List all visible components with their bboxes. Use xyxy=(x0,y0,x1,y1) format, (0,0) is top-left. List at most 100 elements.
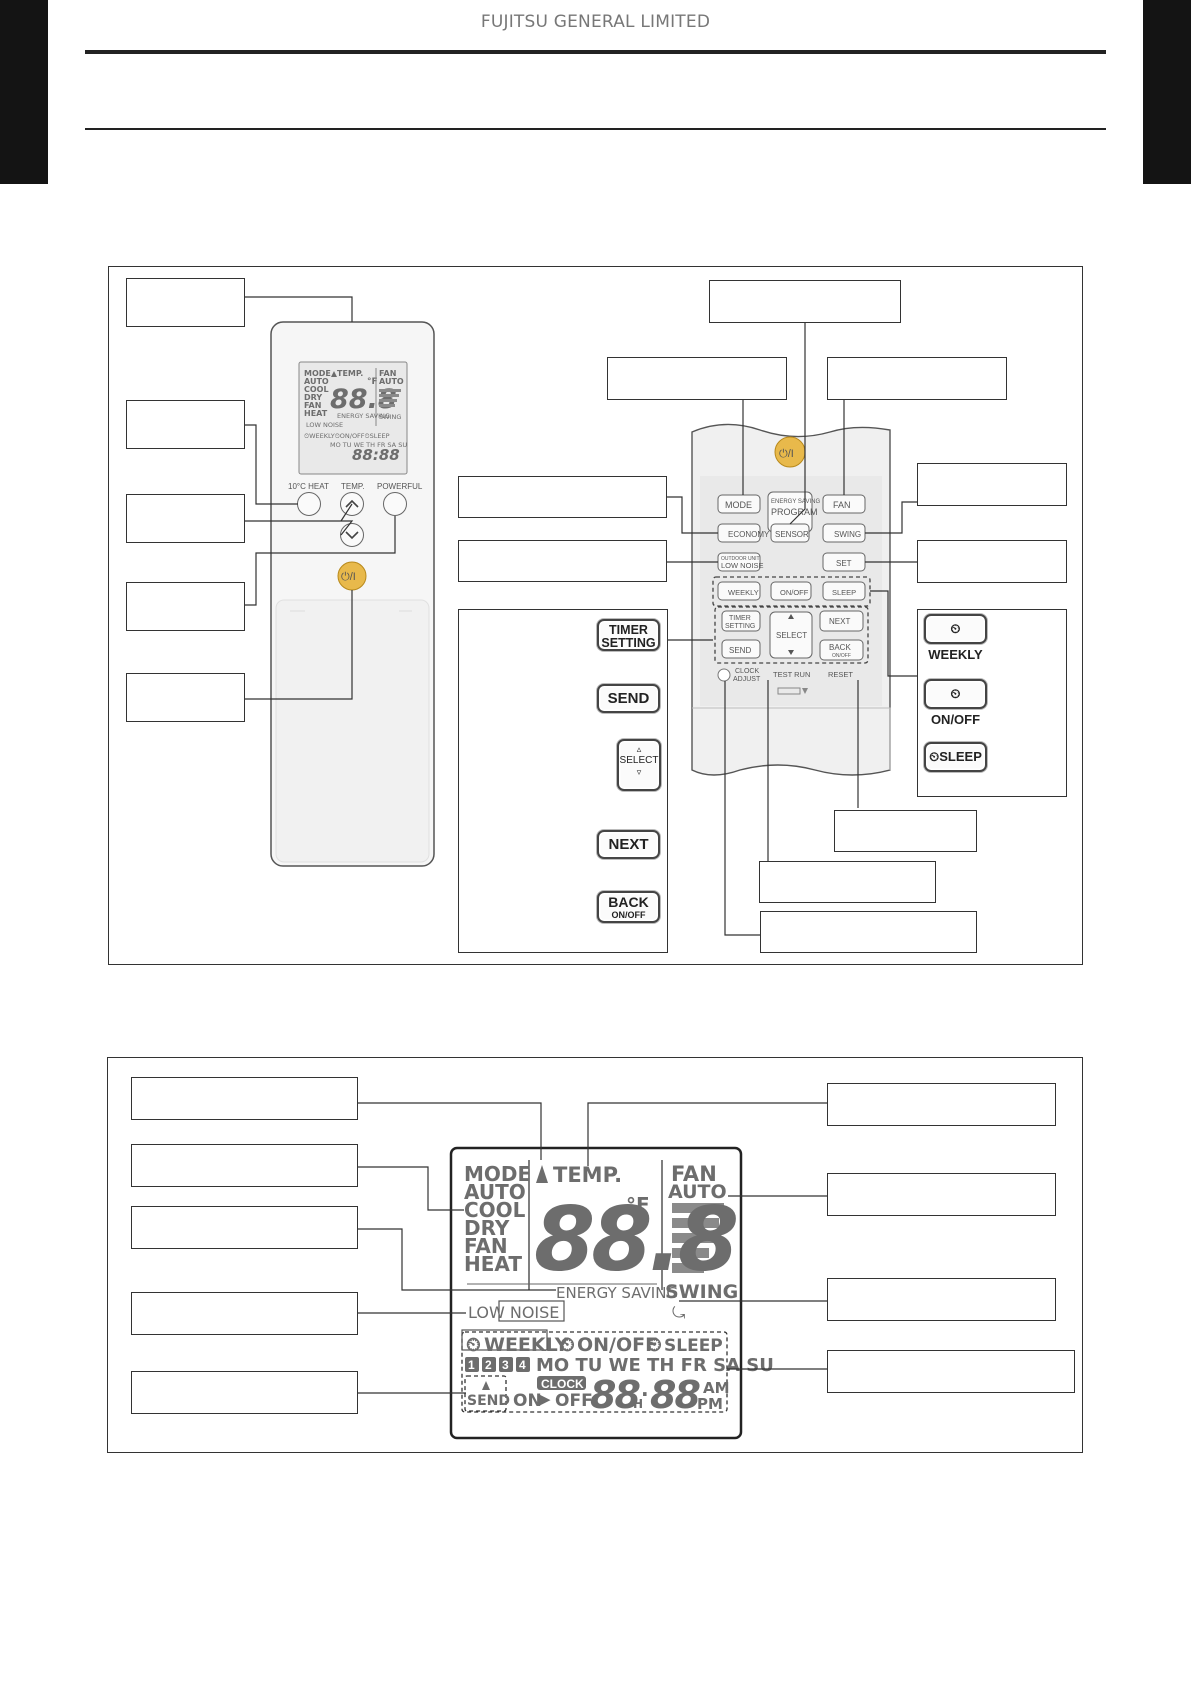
callout-lcd-3 xyxy=(131,1206,358,1249)
sample-send-key: SEND xyxy=(597,684,660,713)
header-rule-thin xyxy=(85,128,1106,130)
callout-lcd-1 xyxy=(131,1077,358,1120)
arrow-icon: ▶ xyxy=(539,1390,551,1408)
svg-text:AUTO: AUTO xyxy=(464,1180,526,1204)
send-button: SEND xyxy=(729,646,751,655)
svg-text:°F: °F xyxy=(367,377,378,387)
callout-remote-5 xyxy=(126,673,245,722)
callout-reset xyxy=(834,810,977,852)
callout-lcd-8 xyxy=(827,1278,1056,1321)
svg-text:AUTO: AUTO xyxy=(304,377,329,386)
svg-text:MO TU WE TH FR SA SU: MO TU WE TH FR SA SU xyxy=(330,441,407,449)
big-lcd-swing: SWING xyxy=(665,1281,738,1303)
sample-next-key: NEXT xyxy=(597,830,660,859)
callout-remote-4 xyxy=(126,582,245,631)
svg-text:·: · xyxy=(641,1382,649,1406)
clock-adjust-button: CLOCK xyxy=(735,668,759,675)
svg-text:HEAT: HEAT xyxy=(304,409,328,418)
svg-text:4: 4 xyxy=(519,1358,526,1372)
callout-economy xyxy=(458,476,667,518)
select-button: SELECT xyxy=(776,631,807,640)
callout-program xyxy=(709,280,901,323)
callout-remote-3 xyxy=(126,494,245,543)
swing-button: SWING xyxy=(834,530,861,539)
svg-text:SETTING: SETTING xyxy=(725,623,755,630)
svg-text:COOL: COOL xyxy=(464,1198,526,1222)
svg-text:FAN: FAN xyxy=(379,369,396,378)
swing-icon: ⤿ xyxy=(672,1303,685,1322)
power-button-left-symbol: ⏻/I xyxy=(341,571,356,583)
svg-text:DRY: DRY xyxy=(464,1216,510,1240)
svg-text:COOL: COOL xyxy=(304,385,329,394)
timer-setting-button: TIMER xyxy=(729,615,751,622)
svg-text:DRY: DRY xyxy=(304,393,322,402)
svg-text:1: 1 xyxy=(468,1358,475,1372)
sample-weekly-key: ⏲WEEKLY xyxy=(924,614,987,662)
callout-lcd-5 xyxy=(131,1371,358,1414)
svg-text:FAN: FAN xyxy=(671,1162,717,1186)
svg-text:HEAT: HEAT xyxy=(464,1252,522,1276)
svg-text:2: 2 xyxy=(485,1358,492,1372)
callout-clock-adjust xyxy=(760,911,977,953)
svg-text:PM: PM xyxy=(697,1395,723,1413)
callout-remote-1 xyxy=(126,278,245,327)
economy-button: ECONOMY xyxy=(728,530,770,539)
big-lcd-send: SEND xyxy=(467,1393,510,1409)
page-edge-tab-left xyxy=(0,0,48,184)
callout-mode xyxy=(607,357,787,400)
weekly-button: WEEKLY xyxy=(728,588,759,597)
big-lcd-days: MO TU WE TH FR SA SU xyxy=(536,1355,774,1376)
header-rule-thick xyxy=(85,50,1106,54)
svg-text:AUTO: AUTO xyxy=(379,377,404,386)
sleep-button: SLEEP xyxy=(832,588,856,597)
svg-text:°F: °F xyxy=(626,1193,650,1217)
svg-text:ENERGY SAVING: ENERGY SAVING xyxy=(771,499,820,505)
callout-swing xyxy=(917,463,1067,506)
big-lcd-hours: 88 xyxy=(590,1373,640,1417)
svg-text:FAN: FAN xyxy=(304,401,321,410)
callout-fan xyxy=(827,357,1007,400)
svg-text:ON/OFF: ON/OFF xyxy=(832,653,851,659)
program-button: PROGRAM xyxy=(771,507,818,517)
big-lcd-fan-auto: AUTO xyxy=(668,1181,727,1203)
lcd-mode-label: MODE xyxy=(304,369,331,378)
sample-timer-setting-key: TIMER SETTING xyxy=(597,619,660,651)
back-button: BACK xyxy=(829,643,851,652)
svg-text:FAN: FAN xyxy=(464,1234,508,1258)
sample-back-key: BACK ON/OFF xyxy=(597,891,660,923)
set-button: SET xyxy=(836,559,852,568)
svg-text:SWING: SWING xyxy=(379,413,401,421)
big-lcd-minutes: 88 xyxy=(650,1373,700,1417)
page-edge-tab-right xyxy=(1143,0,1191,184)
big-lcd-weekly: WEEKLY xyxy=(484,1334,569,1356)
test-run-button: TEST RUN xyxy=(773,670,810,679)
sample-sleep-key: ⏲SLEEP xyxy=(924,742,987,772)
sample-onoff-key: ⏲ON/OFF xyxy=(924,679,987,727)
onoff-button: ON/OFF xyxy=(780,588,809,597)
callout-lcd-2 xyxy=(131,1144,358,1187)
svg-text:ENERGY SAVING: ENERGY SAVING xyxy=(337,412,390,420)
lcd-temp-label: TEMP. xyxy=(337,369,363,378)
callout-low-noise xyxy=(458,540,667,582)
low-noise-button: LOW NOISE xyxy=(721,561,764,570)
fan-button: FAN xyxy=(833,500,851,510)
big-lcd-energy-saving: ENERGY SAVING xyxy=(556,1284,678,1302)
big-lcd-sleep: SLEEP xyxy=(664,1336,723,1356)
big-lcd-temp: TEMP. xyxy=(553,1163,622,1187)
svg-text:OFF: OFF xyxy=(555,1391,593,1411)
sensor-button: SENSOR xyxy=(775,530,809,539)
big-lcd-digits: 88.8 xyxy=(534,1188,737,1291)
callout-set xyxy=(917,540,1067,583)
big-lcd-low-noise: LOW NOISE xyxy=(468,1303,559,1322)
big-lcd-mode: MODE xyxy=(464,1162,531,1186)
big-lcd-clock-tag: CLOCK xyxy=(541,1377,584,1391)
timer-icon: ⏲ xyxy=(466,1334,481,1356)
company-header: FUJITSU GENERAL LIMITED xyxy=(480,12,711,32)
svg-text:3: 3 xyxy=(502,1358,509,1372)
